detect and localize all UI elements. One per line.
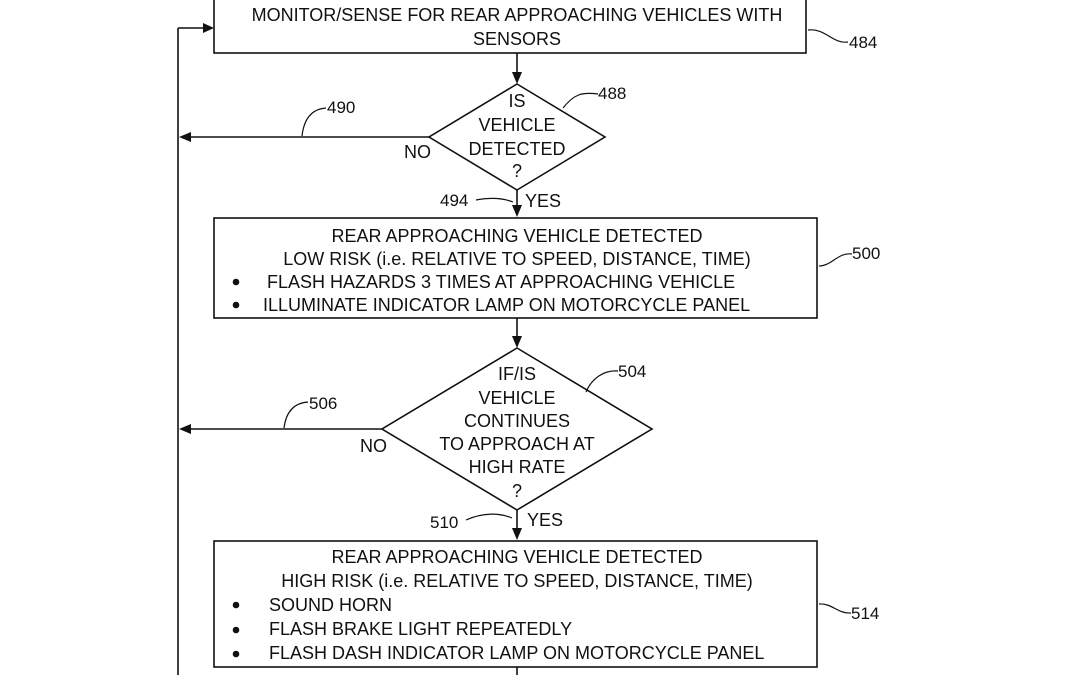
decision1-line-1: IS xyxy=(508,91,525,111)
decision2-line-2: VEHICLE xyxy=(478,388,555,408)
low-risk-bullet-dot-1 xyxy=(232,278,240,286)
low-risk-ref-number: 500 xyxy=(852,244,880,263)
monitor-ref-number: 484 xyxy=(849,33,877,52)
high-risk-bullet-dot-1 xyxy=(232,601,240,609)
high-risk-ref-number: 514 xyxy=(851,604,879,623)
low-risk-bullet-1: FLASH HAZARDS 3 TIMES AT APPROACHING VEH… xyxy=(267,272,735,292)
low-risk-bullet-dot-2 xyxy=(232,301,240,309)
decision2-no-ref-number: 506 xyxy=(309,394,337,413)
decision-vehicle-detected: IS VEHICLE DETECTED ? xyxy=(427,83,607,191)
decision1-yes-label: YES xyxy=(525,191,561,211)
decision2-yes-ref-leader xyxy=(465,513,513,521)
decision1-line-2: VEHICLE xyxy=(478,115,555,135)
high-risk-line-2: HIGH RISK (i.e. RELATIVE TO SPEED, DISTA… xyxy=(281,571,752,591)
decision1-no-arrowhead xyxy=(179,132,191,142)
decision1-yes-ref-leader xyxy=(475,197,514,203)
low-risk-step-box: REAR APPROACHING VEHICLE DETECTED LOW RI… xyxy=(213,217,818,319)
decision1-yes-ref-number: 494 xyxy=(440,191,468,210)
high-risk-bullet-2: FLASH BRAKE LIGHT REPEATEDLY xyxy=(269,619,572,639)
decision1-no-ref-leader xyxy=(301,107,327,137)
decision2-line-4: TO APPROACH AT xyxy=(439,434,594,454)
high-risk-bullet-3: FLASH DASH INDICATOR LAMP ON MOTORCYCLE … xyxy=(269,643,764,663)
decision2-no-label: NO xyxy=(360,436,387,456)
loop-return-arrowhead xyxy=(203,23,214,33)
decision2-line-1: IF/IS xyxy=(498,364,536,384)
decision2-line-3: CONTINUES xyxy=(464,411,570,431)
decision1-no-label: NO xyxy=(404,142,431,162)
monitor-step-box: MONITOR/SENSE FOR REAR APPROACHING VEHIC… xyxy=(213,0,807,54)
decision2-yes-ref-number: 510 xyxy=(430,513,458,532)
monitor-step-line-1: MONITOR/SENSE FOR REAR APPROACHING VEHIC… xyxy=(252,5,783,25)
decision2-ref-number: 504 xyxy=(618,362,646,381)
connector-decision1-to-low-risk-arrowhead xyxy=(512,205,522,217)
decision1-ref-leader xyxy=(562,92,599,109)
high-risk-step-box: REAR APPROACHING VEHICLE DETECTED HIGH R… xyxy=(213,540,818,668)
high-risk-bullet-1: SOUND HORN xyxy=(269,595,392,615)
connector-low-risk-to-decision2-arrowhead xyxy=(512,336,522,348)
decision1-ref-number: 488 xyxy=(598,84,626,103)
low-risk-line-1: REAR APPROACHING VEHICLE DETECTED xyxy=(331,226,702,246)
high-risk-line-1: REAR APPROACHING VEHICLE DETECTED xyxy=(331,547,702,567)
decision1-line-4: ? xyxy=(512,161,522,181)
low-risk-line-2: LOW RISK (i.e. RELATIVE TO SPEED, DISTAN… xyxy=(283,249,750,269)
decision1-no-ref-number: 490 xyxy=(327,98,355,117)
decision2-yes-label: YES xyxy=(527,510,563,530)
low-risk-bullet-2: ILLUMINATE INDICATOR LAMP ON MOTORCYCLE … xyxy=(263,295,750,315)
connector-decision2-to-high-risk-arrowhead xyxy=(512,528,522,540)
decision2-line-6: ? xyxy=(512,481,522,501)
monitor-ref-leader xyxy=(807,29,849,43)
decision2-no-ref-leader xyxy=(283,401,309,429)
decision2-no-arrowhead xyxy=(179,424,191,434)
decision2-ref-leader xyxy=(585,370,619,393)
low-risk-ref-leader xyxy=(818,253,853,267)
high-risk-ref-leader xyxy=(818,603,852,614)
connector-monitor-to-decision1-arrowhead xyxy=(512,72,522,84)
decision1-line-3: DETECTED xyxy=(468,139,565,159)
high-risk-bullet-dot-2 xyxy=(232,626,240,634)
decision-vehicle-continues: IF/IS VEHICLE CONTINUES TO APPROACH AT H… xyxy=(380,347,654,511)
monitor-step-line-2: SENSORS xyxy=(473,29,561,49)
high-risk-bullet-dot-3 xyxy=(232,650,240,658)
decision2-line-5: HIGH RATE xyxy=(469,457,566,477)
